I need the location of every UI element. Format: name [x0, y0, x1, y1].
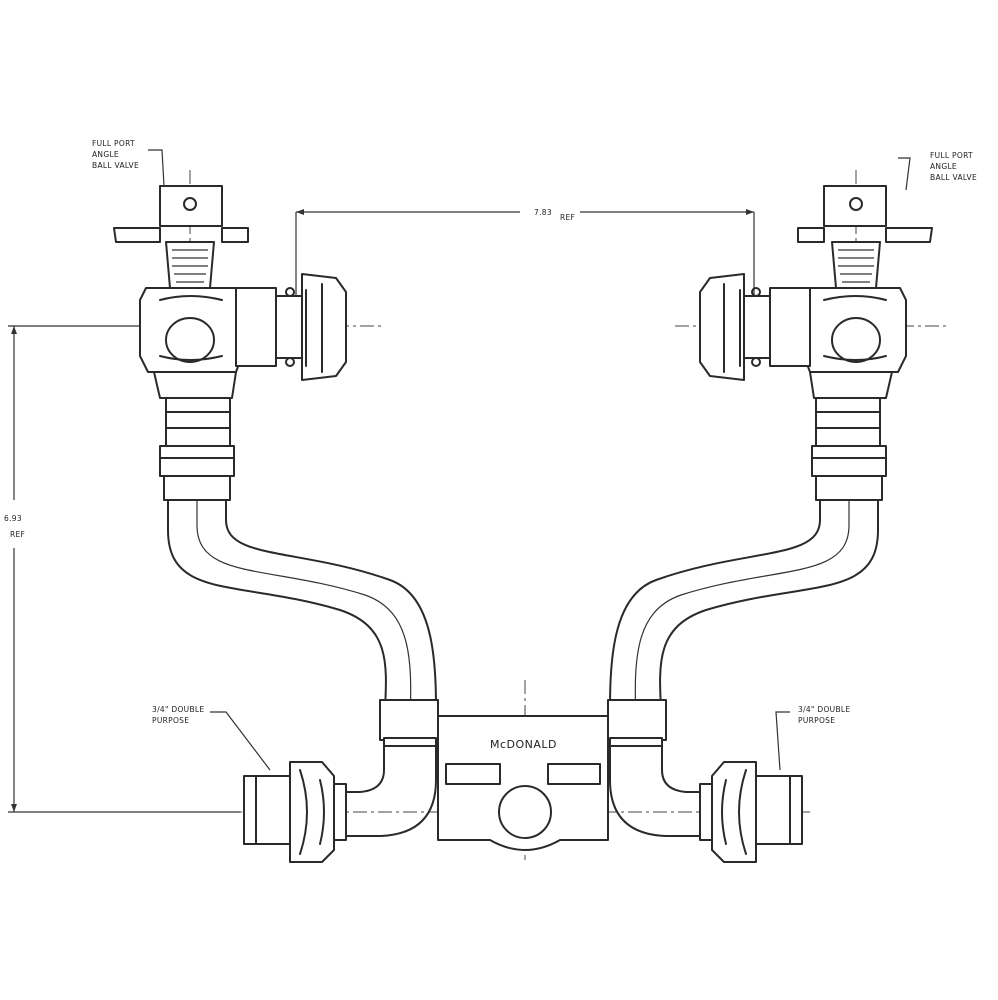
- height-dimension-value: 6.93: [4, 514, 22, 523]
- valve-right-label-2: ANGLE: [930, 162, 957, 171]
- dimension-height: 6.93 REF: [4, 325, 240, 813]
- inlet-right-label-1: 3/4" DOUBLE: [798, 705, 850, 714]
- callout-valve-right: FULL PORT ANGLE BALL VALVE: [930, 151, 977, 182]
- width-dimension-suffix: REF: [560, 213, 575, 222]
- height-dimension-suffix: REF: [10, 530, 25, 539]
- callout-leaders: [148, 149, 911, 771]
- valve-right-label-1: FULL PORT: [930, 151, 973, 160]
- left-ball-valve: [113, 185, 347, 501]
- valve-left-label-2: ANGLE: [92, 150, 119, 159]
- callout-inlet-left: 3/4" DOUBLE PURPOSE: [152, 705, 204, 725]
- dimension-width: 7.83 REF: [295, 208, 755, 300]
- valve-left-label-1: FULL PORT: [92, 139, 135, 148]
- width-dimension-value: 7.83: [534, 208, 552, 217]
- bottom-manifold: McDONALD: [345, 715, 701, 851]
- callout-valve-left: FULL PORT ANGLE BALL VALVE: [92, 139, 139, 170]
- inlet-left-label-2: PURPOSE: [152, 716, 189, 725]
- valve-left-label-3: BALL VALVE: [92, 161, 139, 170]
- callout-inlet-right: 3/4" DOUBLE PURPOSE: [798, 705, 850, 725]
- right-coupling: [699, 761, 803, 863]
- inlet-left-label-1: 3/4" DOUBLE: [152, 705, 204, 714]
- right-ball-valve: [699, 185, 933, 501]
- inlet-right-label-2: PURPOSE: [798, 716, 835, 725]
- right-riser-pipe: [607, 499, 879, 741]
- brand-casting: McDONALD: [490, 738, 557, 751]
- valve-right-label-3: BALL VALVE: [930, 173, 977, 182]
- left-coupling: [243, 761, 347, 863]
- left-riser-pipe: [167, 499, 439, 741]
